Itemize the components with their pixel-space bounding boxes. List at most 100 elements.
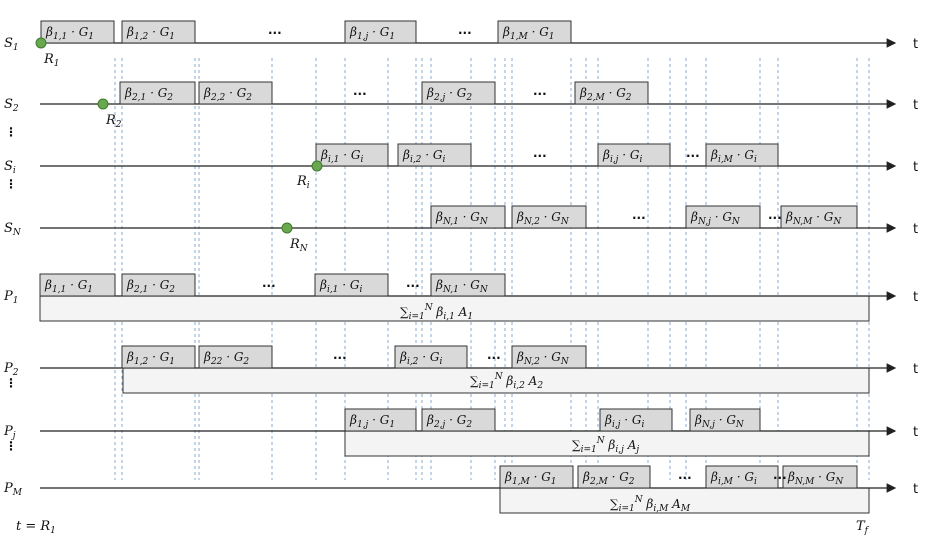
- sensor-block: [121, 20, 196, 44]
- processor-block-label: βN,1 · GN: [435, 278, 489, 295]
- sensor-block: [315, 143, 389, 167]
- processor-block-label: βi,j · Gi: [604, 413, 645, 430]
- processor-block: [689, 408, 761, 432]
- horizontal-ellipsis: ...: [686, 146, 700, 160]
- horizontal-ellipsis: ...: [632, 208, 646, 222]
- sensor-block: [40, 20, 115, 44]
- sensor-block: [198, 81, 273, 105]
- release-time-label: R2: [105, 113, 122, 130]
- processor-block: [499, 465, 574, 489]
- sensor-block-label: β1,2 · G1: [126, 25, 175, 42]
- sensor-block-label: βN,M · GN: [785, 210, 842, 227]
- release-time-label: Ri: [296, 174, 310, 191]
- processor-block-label: βi,2 · Gi: [399, 350, 442, 367]
- horizontal-ellipsis: ...: [533, 84, 547, 98]
- row-label: P1: [3, 289, 18, 306]
- row-label: PM: [3, 481, 23, 498]
- processor-block-label: β2,M · G2: [582, 470, 635, 487]
- sensor-block-label: βi,2 · Gi: [402, 148, 445, 165]
- sensor-block: [511, 205, 587, 229]
- sensor-block-label: β2,2 · G2: [203, 86, 252, 103]
- horizontal-ellipsis: ...: [353, 84, 367, 98]
- horizontal-ellipsis: ...: [678, 468, 692, 482]
- horizontal-ellipsis: ...: [487, 348, 501, 362]
- time-axis-t-label: t: [913, 160, 918, 175]
- vertical-ellipsis: ⋮: [5, 177, 17, 191]
- time-axis-t-label: t: [913, 37, 918, 52]
- processor-block: [782, 465, 858, 489]
- release-time-label: R1: [43, 52, 60, 69]
- processor-block-label: βi,1 · Gi: [319, 278, 362, 295]
- processor-block: [39, 273, 116, 297]
- horizontal-ellipsis: ...: [773, 468, 787, 482]
- processor-block: [577, 465, 651, 489]
- horizontal-ellipsis: ...: [262, 276, 276, 290]
- processor-block-label: β2,1 · G2: [126, 278, 175, 295]
- processor-block-label: β1,j · G1: [349, 413, 395, 430]
- processor-load-sum: ∑i=1N βi,j Aj: [572, 436, 639, 455]
- row-label: S2: [4, 97, 19, 114]
- processor-load-sum: ∑i=1N βi,1 A1: [400, 303, 473, 322]
- sensor-block-label: β2,j · G2: [426, 86, 472, 103]
- processor-block: [121, 345, 196, 369]
- sensor-block: [705, 143, 779, 167]
- time-axis-t-label: t: [913, 362, 918, 377]
- processor-load-bar: [122, 367, 870, 394]
- row-label: P2: [3, 361, 19, 378]
- row-label: Pj: [3, 424, 16, 441]
- processor-load-bar: [499, 487, 870, 514]
- processor-block-label: β1,M · G1: [504, 470, 557, 487]
- processor-load-sum: ∑i=1N βi,2 A2: [470, 372, 543, 391]
- sensor-block-label: βN,2 · GN: [516, 210, 570, 227]
- processor-block: [430, 273, 506, 297]
- processor-block-label: β22 · G2: [203, 350, 249, 367]
- horizontal-ellipsis: ...: [406, 276, 420, 290]
- release-time-marker: [97, 98, 109, 110]
- processor-load-bar: [344, 430, 870, 457]
- processor-block: [599, 408, 673, 432]
- sensor-block: [574, 81, 649, 105]
- processor-load-sum: ∑i=1N βi,M AM: [610, 495, 691, 514]
- horizontal-ellipsis: ...: [458, 23, 472, 37]
- sensor-block-label: β1,1 · G1: [45, 25, 94, 42]
- sensor-block: [497, 20, 572, 44]
- sensor-block: [685, 205, 761, 229]
- release-time-marker: [281, 222, 293, 234]
- time-axis-t-label: t: [913, 222, 918, 237]
- processor-block: [121, 273, 196, 297]
- vertical-ellipsis: ⋮: [5, 376, 17, 390]
- sensor-block-label: βi,1 · Gi: [320, 148, 363, 165]
- release-time-label: RN: [289, 237, 309, 254]
- release-time-marker: [311, 160, 323, 172]
- processor-block: [705, 465, 779, 489]
- processor-block-label: β1,1 · G1: [44, 278, 93, 295]
- processor-block: [421, 408, 496, 432]
- processor-block: [198, 345, 273, 369]
- sensor-block-label: β2,1 · G2: [124, 86, 173, 103]
- processor-block: [344, 408, 417, 432]
- start-time-label: t = R1: [16, 519, 56, 536]
- horizontal-ellipsis: ...: [333, 348, 347, 362]
- horizontal-ellipsis: ...: [268, 23, 282, 37]
- row-label: SN: [4, 221, 22, 238]
- processor-block-label: β1,2 · G1: [126, 350, 175, 367]
- sensor-block-label: βi,M · Gi: [710, 148, 757, 165]
- finish-time-label: Tf: [856, 519, 870, 536]
- sensor-block: [397, 143, 472, 167]
- sensor-block: [344, 20, 417, 44]
- sensor-block: [421, 81, 496, 105]
- processor-block-label: βN,M · GN: [787, 470, 844, 487]
- processor-block-label: βi,M · Gi: [710, 470, 757, 487]
- sensor-block-label: βN,1 · GN: [435, 210, 489, 227]
- sensor-block: [597, 143, 671, 167]
- sensor-block-label: β2,M · G2: [579, 86, 632, 103]
- time-axis-t-label: t: [913, 98, 918, 113]
- time-axis-t-label: t: [913, 482, 918, 497]
- vertical-ellipsis: ⋮: [5, 439, 17, 453]
- time-axis-t-label: t: [913, 425, 918, 440]
- sensor-block-label: βN,j · GN: [690, 210, 741, 227]
- horizontal-ellipsis: ...: [768, 208, 782, 222]
- horizontal-ellipsis: ...: [533, 146, 547, 160]
- processor-block-label: βN,2 · GN: [516, 350, 570, 367]
- processor-block-label: β2,j · G2: [426, 413, 472, 430]
